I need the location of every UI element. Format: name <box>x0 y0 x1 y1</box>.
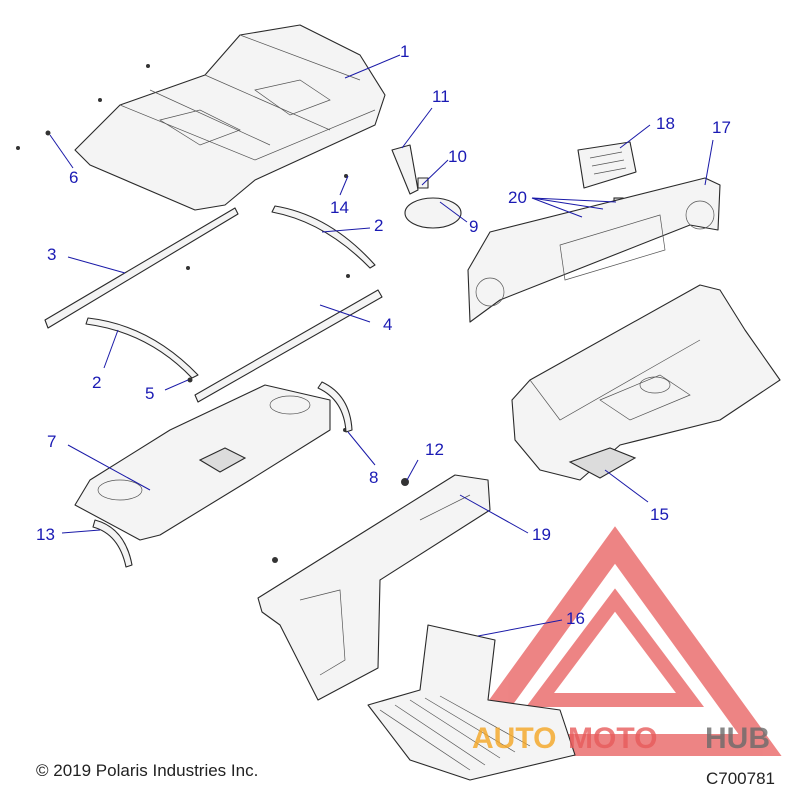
callout-15: 15 <box>650 505 669 524</box>
callout-12: 12 <box>425 440 444 459</box>
callout-2-upper: 2 <box>374 216 383 235</box>
callout-20: 20 <box>508 188 527 207</box>
part-trim-13 <box>92 519 133 568</box>
watermark-text-a: AUTO <box>472 722 556 755</box>
part-trim-upper <box>271 205 376 269</box>
part-roof <box>74 24 386 211</box>
callout-19: 19 <box>532 525 551 544</box>
figure-number: C700781 <box>706 769 776 788</box>
callout-3: 3 <box>47 245 56 264</box>
part-rearview-mirror <box>391 144 462 229</box>
part-dash-panel <box>467 177 721 323</box>
part-roof-strip-right <box>194 289 383 403</box>
part-rear-floor <box>367 624 576 781</box>
callout-14: 14 <box>330 198 349 217</box>
hardware-fasteners <box>16 64 409 563</box>
callout-16: 16 <box>566 609 585 628</box>
part-floor-console <box>257 474 491 701</box>
watermark-text-c: HUB <box>705 722 770 755</box>
callout-10: 10 <box>448 147 467 166</box>
watermark-triangle <box>448 526 782 756</box>
part-roof-strip-left <box>44 207 239 329</box>
callout-17: 17 <box>712 118 731 137</box>
part-floor-pan <box>511 284 781 481</box>
callout-4: 4 <box>383 315 392 334</box>
part-switch-bezel <box>577 141 637 189</box>
callout-labels: 1 2 3 4 2 5 6 7 8 9 10 11 12 13 14 15 16… <box>36 42 731 628</box>
part-trim-lower <box>85 317 199 379</box>
callout-7: 7 <box>47 432 56 451</box>
callout-11: 11 <box>432 87 450 106</box>
callout-1: 1 <box>400 42 409 61</box>
watermark-wordmark: AUTO MOTO HUB <box>472 722 770 755</box>
callout-2-lower: 2 <box>92 373 101 392</box>
callout-6: 6 <box>69 168 78 187</box>
part-headliner <box>74 384 331 541</box>
callout-5: 5 <box>145 384 154 403</box>
callout-8: 8 <box>369 468 378 487</box>
callout-9: 9 <box>469 217 478 236</box>
leader-lines <box>49 54 714 637</box>
callout-18: 18 <box>656 114 675 133</box>
callout-13: 13 <box>36 525 55 544</box>
copyright-notice: © 2019 Polaris Industries Inc. <box>36 761 259 780</box>
watermark-logo <box>448 526 782 756</box>
watermark-inner-triangle <box>526 588 704 707</box>
watermark-text-b: MOTO <box>568 722 657 755</box>
part-trim-8 <box>317 381 353 433</box>
